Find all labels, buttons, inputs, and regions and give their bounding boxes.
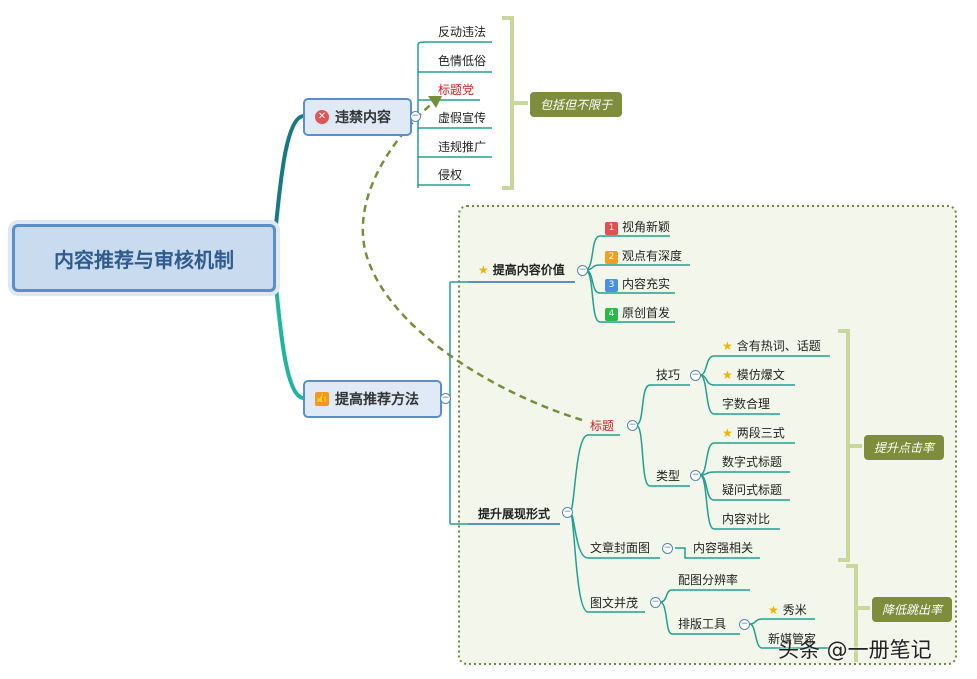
prohibited-item[interactable]: 色情低俗 [438,54,487,68]
prohibited-item[interactable]: 违规推广 [438,140,487,154]
number-badge: 1 [605,222,618,235]
title-node[interactable]: 标题 [590,419,615,433]
types-node[interactable]: 类型 [656,469,681,483]
prohibited-item[interactable]: 反动违法 [438,25,487,39]
skill-item[interactable]: ★含有热词、话题 [722,339,821,353]
skills-node[interactable]: 技巧 [656,368,681,382]
thumbs-up-icon: 👍 [315,392,329,406]
collapse-toggle[interactable]: − [562,507,573,518]
number-badge: 2 [605,251,618,264]
images-node[interactable]: 图文并茂 [590,596,639,610]
type-item[interactable]: 疑问式标题 [722,483,783,497]
format-node[interactable]: 提升展现形式 [478,507,551,521]
root-node[interactable]: 内容推荐与审核机制 [12,224,276,292]
type-item[interactable]: 内容对比 [722,512,771,526]
red-x-icon: ✕ [315,110,329,124]
tool-item[interactable]: ★秀米 [768,603,807,617]
cover-node[interactable]: 文章封面图 [590,541,651,555]
skill-item[interactable]: ★模仿爆文 [722,368,785,382]
collapse-toggle[interactable]: − [662,543,673,554]
star-icon: ★ [722,368,733,382]
type-item[interactable]: ★两段三式 [722,426,785,440]
callout-ctr: 提升点击率 [864,435,945,460]
collapse-toggle[interactable]: − [410,111,421,122]
number-badge: 3 [605,279,618,292]
prohibited-item[interactable]: 虚假宣传 [438,111,487,125]
branch-recommend-label: 提高推荐方法 [335,392,419,408]
collapse-toggle[interactable]: − [440,393,451,404]
branch-recommend[interactable]: 👍 提高推荐方法 [303,380,442,418]
star-icon: ★ [722,426,733,440]
collapse-toggle[interactable]: − [627,420,638,431]
prohibited-item[interactable]: 侵权 [438,168,463,182]
collapse-toggle[interactable]: − [577,265,588,276]
skill-item[interactable]: 字数合理 [722,397,771,411]
star-icon: ★ [722,339,733,353]
callout-inclusive: 包括但不限于 [530,92,623,117]
collapse-toggle[interactable]: − [690,470,701,481]
prohibited-item[interactable]: 标题党 [438,83,475,97]
star-icon: ★ [478,263,489,277]
tool-item[interactable]: 新媒管家 [768,632,817,646]
collapse-toggle[interactable]: − [650,597,661,608]
callout-bounce: 降低跳出率 [872,597,953,622]
number-badge: 4 [605,308,618,321]
branch-prohibited[interactable]: ✕ 违禁内容 [303,98,412,136]
branch-prohibited-label: 违禁内容 [335,110,391,126]
cover-item[interactable]: 内容强相关 [693,541,754,555]
value-node[interactable]: ★提高内容价值 [478,263,565,277]
collapse-toggle[interactable]: − [739,619,750,630]
watermark: 头条 @一册笔记 [778,638,932,662]
resolution-node[interactable]: 配图分辨率 [678,573,739,587]
type-item[interactable]: 数字式标题 [722,455,783,469]
tools-node[interactable]: 排版工具 [678,617,727,631]
star-icon: ★ [768,603,779,617]
collapse-toggle[interactable]: − [690,370,701,381]
